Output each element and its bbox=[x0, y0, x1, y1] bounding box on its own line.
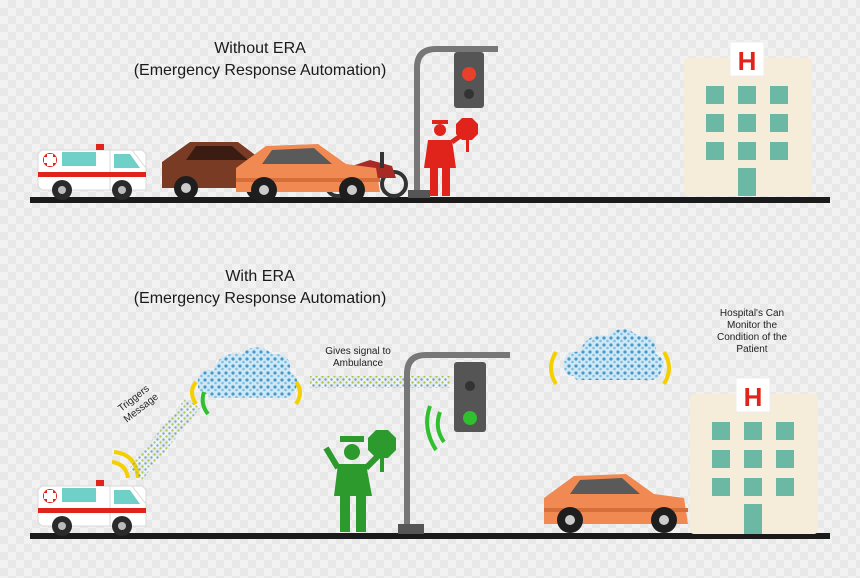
hospital-label-line1: Hospital's Can bbox=[719, 308, 785, 319]
top-title: Without ERA bbox=[214, 40, 306, 57]
bottom-police-officer bbox=[323, 430, 396, 532]
top-red-light bbox=[462, 67, 476, 81]
top-subtitle: (Emergency Response Automation) bbox=[133, 62, 387, 79]
bottom-title-block: With ERA (Emergency Response Automation) bbox=[110, 266, 410, 310]
top-hospital: H bbox=[684, 41, 812, 196]
bottom-traffic-light bbox=[398, 352, 510, 534]
top-ambulance bbox=[37, 144, 147, 200]
hospital-label-line4: Patient bbox=[736, 344, 768, 355]
bottom-subtitle: (Emergency Response Automation) bbox=[133, 290, 387, 307]
top-police-officer bbox=[424, 118, 478, 196]
bottom-title: With ERA bbox=[225, 268, 295, 285]
hospital-label-line2: Monitor the bbox=[726, 320, 778, 331]
hospital-monitor-label: Hospital's Can Monitor the Condition of … bbox=[700, 308, 804, 356]
gives-signal-line1: Gives signal to bbox=[325, 346, 391, 357]
top-orange-car bbox=[236, 144, 380, 203]
bottom-hospital-sign: H bbox=[744, 382, 763, 412]
beam-ambulance-to-cloud bbox=[128, 398, 200, 480]
bottom-ambulance bbox=[37, 480, 147, 536]
bottom-road bbox=[30, 533, 830, 539]
gives-signal-line2: Ambulance bbox=[332, 358, 384, 369]
top-road bbox=[30, 197, 830, 203]
top-hospital-sign: H bbox=[738, 46, 757, 76]
top-traffic-light bbox=[408, 46, 498, 198]
bottom-green-light bbox=[463, 411, 477, 425]
cloud-server-2 bbox=[549, 329, 671, 386]
top-title-block: Without ERA (Emergency Response Automati… bbox=[110, 38, 410, 82]
beam-cloud-to-light bbox=[310, 376, 450, 388]
bottom-hospital: H bbox=[690, 377, 818, 534]
cloud-server-1 bbox=[190, 347, 302, 416]
bottom-orange-car bbox=[544, 474, 688, 533]
hospital-label-line3: Condition of the bbox=[716, 332, 788, 343]
gives-signal-label: Gives signal to Ambulance bbox=[310, 346, 406, 370]
